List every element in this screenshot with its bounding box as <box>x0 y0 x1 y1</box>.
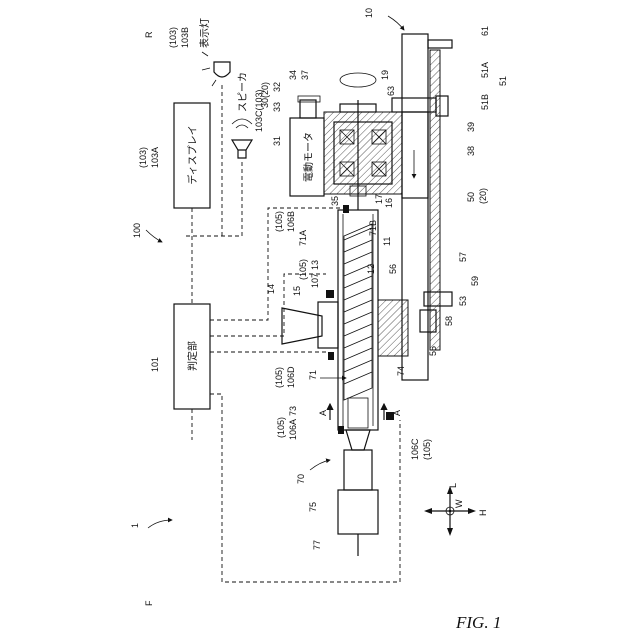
label-58: 58 <box>444 316 454 326</box>
figure-caption: FIG. 1 <box>455 613 501 632</box>
indicator-lamp-icon <box>214 62 230 77</box>
motor-shaft-32 <box>300 100 316 118</box>
label-10: 10 <box>364 8 374 18</box>
slider-16 <box>402 112 428 198</box>
label-70: 70 <box>296 474 306 484</box>
label-74: 74 <box>396 366 406 376</box>
label-103b-group: (103) <box>168 27 178 48</box>
ref-arrow-100 <box>146 230 162 242</box>
label-34: 34 <box>288 70 298 80</box>
label-32: 32 <box>272 82 282 92</box>
direction-compass <box>424 486 476 536</box>
hopper-throat <box>318 302 338 348</box>
label-106c: 106C <box>410 438 420 460</box>
label-105e: (105) <box>298 259 308 280</box>
label-106b: 106B <box>286 211 296 232</box>
nozzle <box>346 430 370 450</box>
label-33: 33 <box>272 102 282 112</box>
label-73: 73 <box>288 406 298 416</box>
label-a1: A <box>318 410 328 416</box>
sensor-106b <box>343 205 349 213</box>
label-103a: 103A <box>150 147 160 168</box>
label-r: R <box>144 31 154 38</box>
label-105d: (105) <box>274 367 284 388</box>
label-50: 50 <box>466 192 476 202</box>
label-56: 56 <box>388 264 398 274</box>
label-53: 53 <box>458 296 468 306</box>
display-text: ディスプレイ <box>186 125 199 184</box>
label-35: 35 <box>330 196 340 206</box>
label-105b: (105) <box>274 211 284 232</box>
base-block-12 <box>378 300 408 356</box>
label-12: 12 <box>366 264 376 274</box>
rail-51a <box>430 50 440 350</box>
label-l: L <box>448 483 458 488</box>
label-100: 100 <box>132 223 142 238</box>
label-103b: 103B <box>180 27 190 48</box>
label-38: 38 <box>466 146 476 156</box>
label-17: 17 <box>374 194 384 204</box>
label-50b: (20) <box>478 188 488 204</box>
label-57: 57 <box>458 252 468 262</box>
judgment-unit-text: 判定部 <box>186 341 199 371</box>
label-77: 77 <box>312 540 322 550</box>
label-51a: 51A <box>480 62 490 78</box>
label-16: 16 <box>384 198 394 208</box>
slide-block-19 <box>392 98 436 112</box>
label-59: 59 <box>470 276 480 286</box>
speaker-icon <box>232 140 252 158</box>
label-51b: 51B <box>480 94 490 110</box>
sensor-106a <box>338 426 344 434</box>
label-75: 75 <box>308 502 318 512</box>
label-103a-group: (103) <box>138 147 148 168</box>
ref-arrow-70 <box>310 460 330 470</box>
label-31: 31 <box>272 136 282 146</box>
hopper <box>282 308 322 344</box>
sensor-107 <box>326 290 334 298</box>
label-14: 14 <box>266 284 276 294</box>
screw-flights <box>344 224 372 400</box>
label-101: 101 <box>150 357 160 372</box>
mold-75 <box>338 490 378 534</box>
label-w: W <box>454 499 464 508</box>
gearbox-housing <box>324 112 402 194</box>
label-f: F <box>144 600 154 606</box>
label-103b-text: 表示灯 <box>198 18 211 48</box>
label-71: 71 <box>308 370 318 380</box>
reference-labels: 1 100 101 (103) 103A (103) 103B 表示灯 スピーカ… <box>130 8 508 606</box>
pulley-33 <box>298 96 320 102</box>
motor-text: 電動モータ <box>302 132 315 182</box>
label-19: 19 <box>380 70 390 80</box>
label-39: 39 <box>466 122 476 132</box>
label-103c-text: スピーカ <box>237 72 249 112</box>
label-105c: (105) <box>422 439 432 460</box>
label-105a: (105) <box>276 417 286 438</box>
cylinder-extension <box>344 450 372 490</box>
label-1: 1 <box>130 523 140 528</box>
sound-waves-icon <box>232 119 252 128</box>
label-63: 63 <box>386 86 396 96</box>
rotation-indicator <box>340 73 376 87</box>
nozzle-tip <box>348 398 368 428</box>
label-61: 61 <box>480 26 490 36</box>
label-71b: 71B <box>368 220 378 236</box>
label-h: H <box>478 510 488 517</box>
label-106d: 106D <box>286 366 296 388</box>
label-55: 55 <box>428 346 438 356</box>
label-13: 13 <box>310 260 320 270</box>
end-stop-61 <box>428 40 452 48</box>
label-a2: A <box>392 410 402 416</box>
label-51: 51 <box>498 76 508 86</box>
label-71a: 71A <box>298 230 308 246</box>
label-15: 15 <box>292 286 302 296</box>
sensor-106d <box>328 352 334 360</box>
label-106a: 106A <box>288 419 298 440</box>
label-107: 107 <box>310 273 320 288</box>
ref-arrow-10 <box>388 16 404 30</box>
label-11: 11 <box>382 237 392 246</box>
label-37: 37 <box>300 70 310 80</box>
ref-arrow-1 <box>148 520 172 528</box>
label-30: 30(20) <box>260 82 270 108</box>
